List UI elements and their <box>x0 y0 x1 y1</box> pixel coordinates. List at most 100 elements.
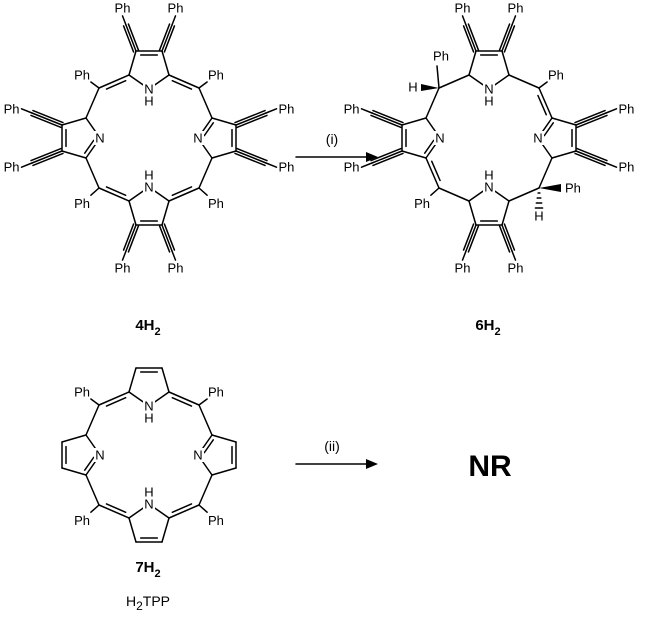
phenyl-group-label: Ph <box>279 101 295 116</box>
phenyl-group-label: Ph <box>455 261 471 276</box>
alkyne-bond <box>30 114 62 129</box>
pyrrole-bond <box>468 200 477 226</box>
alkyne-bond <box>125 224 137 252</box>
double-bond-line <box>171 186 193 197</box>
phenyl-group-label: Ph <box>508 261 524 276</box>
alkyne-bond <box>574 152 606 167</box>
meso-bond <box>85 87 100 119</box>
alkyne-bond <box>127 23 140 51</box>
alkyne-bond <box>234 152 266 167</box>
alkyne-bond <box>501 24 513 52</box>
phenyl-bond <box>430 187 440 196</box>
atom-mask <box>483 180 495 194</box>
wedge-bond <box>421 84 439 91</box>
meso-bond <box>85 404 100 436</box>
pyrrole-bond <box>61 150 87 159</box>
meso-bond <box>168 504 200 519</box>
alkyne-bond <box>20 162 33 168</box>
phenyl-group-label: Ph <box>548 68 564 83</box>
alkyne-bond <box>127 225 140 253</box>
alkyne-bond <box>121 250 127 261</box>
alkyne-bond <box>234 109 266 124</box>
phenyl-group-label: Ph <box>619 101 635 116</box>
hydrogen-atom-label: H <box>484 168 493 183</box>
alkyne-bond <box>235 112 267 126</box>
alkyne-bond <box>467 23 480 51</box>
hydrogen-atom-label: H <box>144 94 153 109</box>
pyrrole-bond <box>128 50 137 76</box>
alkyne-bond <box>372 152 404 167</box>
meso-bond <box>98 391 130 406</box>
phenyl-group-label: Ph <box>74 513 90 528</box>
meso-bond <box>538 157 553 189</box>
pyrrole-bond <box>161 50 170 76</box>
alkyne-bond <box>575 112 607 126</box>
atom-mask <box>143 399 155 413</box>
nitrogen-atom-label: N <box>484 82 493 97</box>
atom-mask <box>94 131 106 145</box>
alkyne-bond <box>372 109 404 124</box>
compound-label-4h2: 4H2 <box>135 317 160 338</box>
alkyne-bond <box>163 25 176 53</box>
alkyne-bond <box>161 224 173 252</box>
double-bond-line <box>203 439 215 454</box>
pyrrole-bond <box>211 434 237 443</box>
alkyne-bond <box>122 25 135 53</box>
double-bond-line <box>171 79 193 90</box>
nitrogen-atom-label: N <box>144 82 153 97</box>
alkyne-bond <box>576 147 608 162</box>
phenyl-group-label: Ph <box>168 261 184 276</box>
alkyne-bond <box>461 15 467 26</box>
alkyne-bond <box>265 162 278 168</box>
alkyne-bond <box>498 225 511 253</box>
nitrogen-atom-label: N <box>193 448 202 463</box>
pyrrole-bond <box>401 150 427 159</box>
phenyl-bond <box>198 398 208 406</box>
alkyne-bond <box>370 147 402 162</box>
phenyl-group-label: Ph <box>344 160 360 175</box>
double-bond-line <box>203 122 215 137</box>
meso-bond <box>508 187 540 202</box>
phenyl-group-label: Ph <box>4 160 20 175</box>
nitrogen-atom-label: N <box>193 131 202 146</box>
phenyl-group-label: Ph <box>208 513 224 528</box>
atom-mask <box>532 131 544 145</box>
hydrogen-atom-label: H <box>408 80 417 95</box>
reaction-arrow-i <box>295 152 378 162</box>
alkyne-bond <box>360 108 373 114</box>
phenyl-bond <box>538 81 548 89</box>
double-bond-line <box>105 396 127 407</box>
phenyl-group-label: Ph <box>115 0 131 15</box>
alkyne-bond <box>462 223 475 251</box>
nitrogen-atom-label: N <box>484 180 493 195</box>
alkyne-bond <box>31 150 63 164</box>
phenyl-group-label: Ph <box>208 68 224 83</box>
alkyne-bond <box>462 25 475 53</box>
atom-mask <box>434 131 446 145</box>
condition-label-ii: (ii) <box>324 438 340 454</box>
nitrogen-atom-label: N <box>95 131 104 146</box>
atom-mask <box>192 448 204 462</box>
atom-mask <box>143 497 155 511</box>
atom-mask <box>483 82 495 96</box>
alkyne-bond <box>158 225 171 253</box>
nitrogen-atom-label: N <box>435 131 444 146</box>
alkyne-bond <box>503 223 516 251</box>
phenyl-group-label: Ph <box>168 0 184 15</box>
meso-bond <box>168 391 200 406</box>
phenyl-bond <box>198 81 208 89</box>
wedge-bond <box>539 184 561 192</box>
double-bond-line <box>105 79 127 90</box>
phenyl-group-label: Ph <box>74 196 90 211</box>
nitrogen-atom-label: N <box>144 180 153 195</box>
alkyne-bond <box>31 112 63 126</box>
alkyne-bond <box>236 147 268 162</box>
meso-bond <box>85 474 100 506</box>
phenyl-group-label: Ph <box>344 101 360 116</box>
double-bond-line <box>537 94 548 116</box>
nitrogen-atom-label: N <box>533 131 542 146</box>
meso-bond <box>168 187 200 202</box>
phenyl-bond <box>90 187 100 196</box>
alkyne-bond <box>574 109 606 124</box>
